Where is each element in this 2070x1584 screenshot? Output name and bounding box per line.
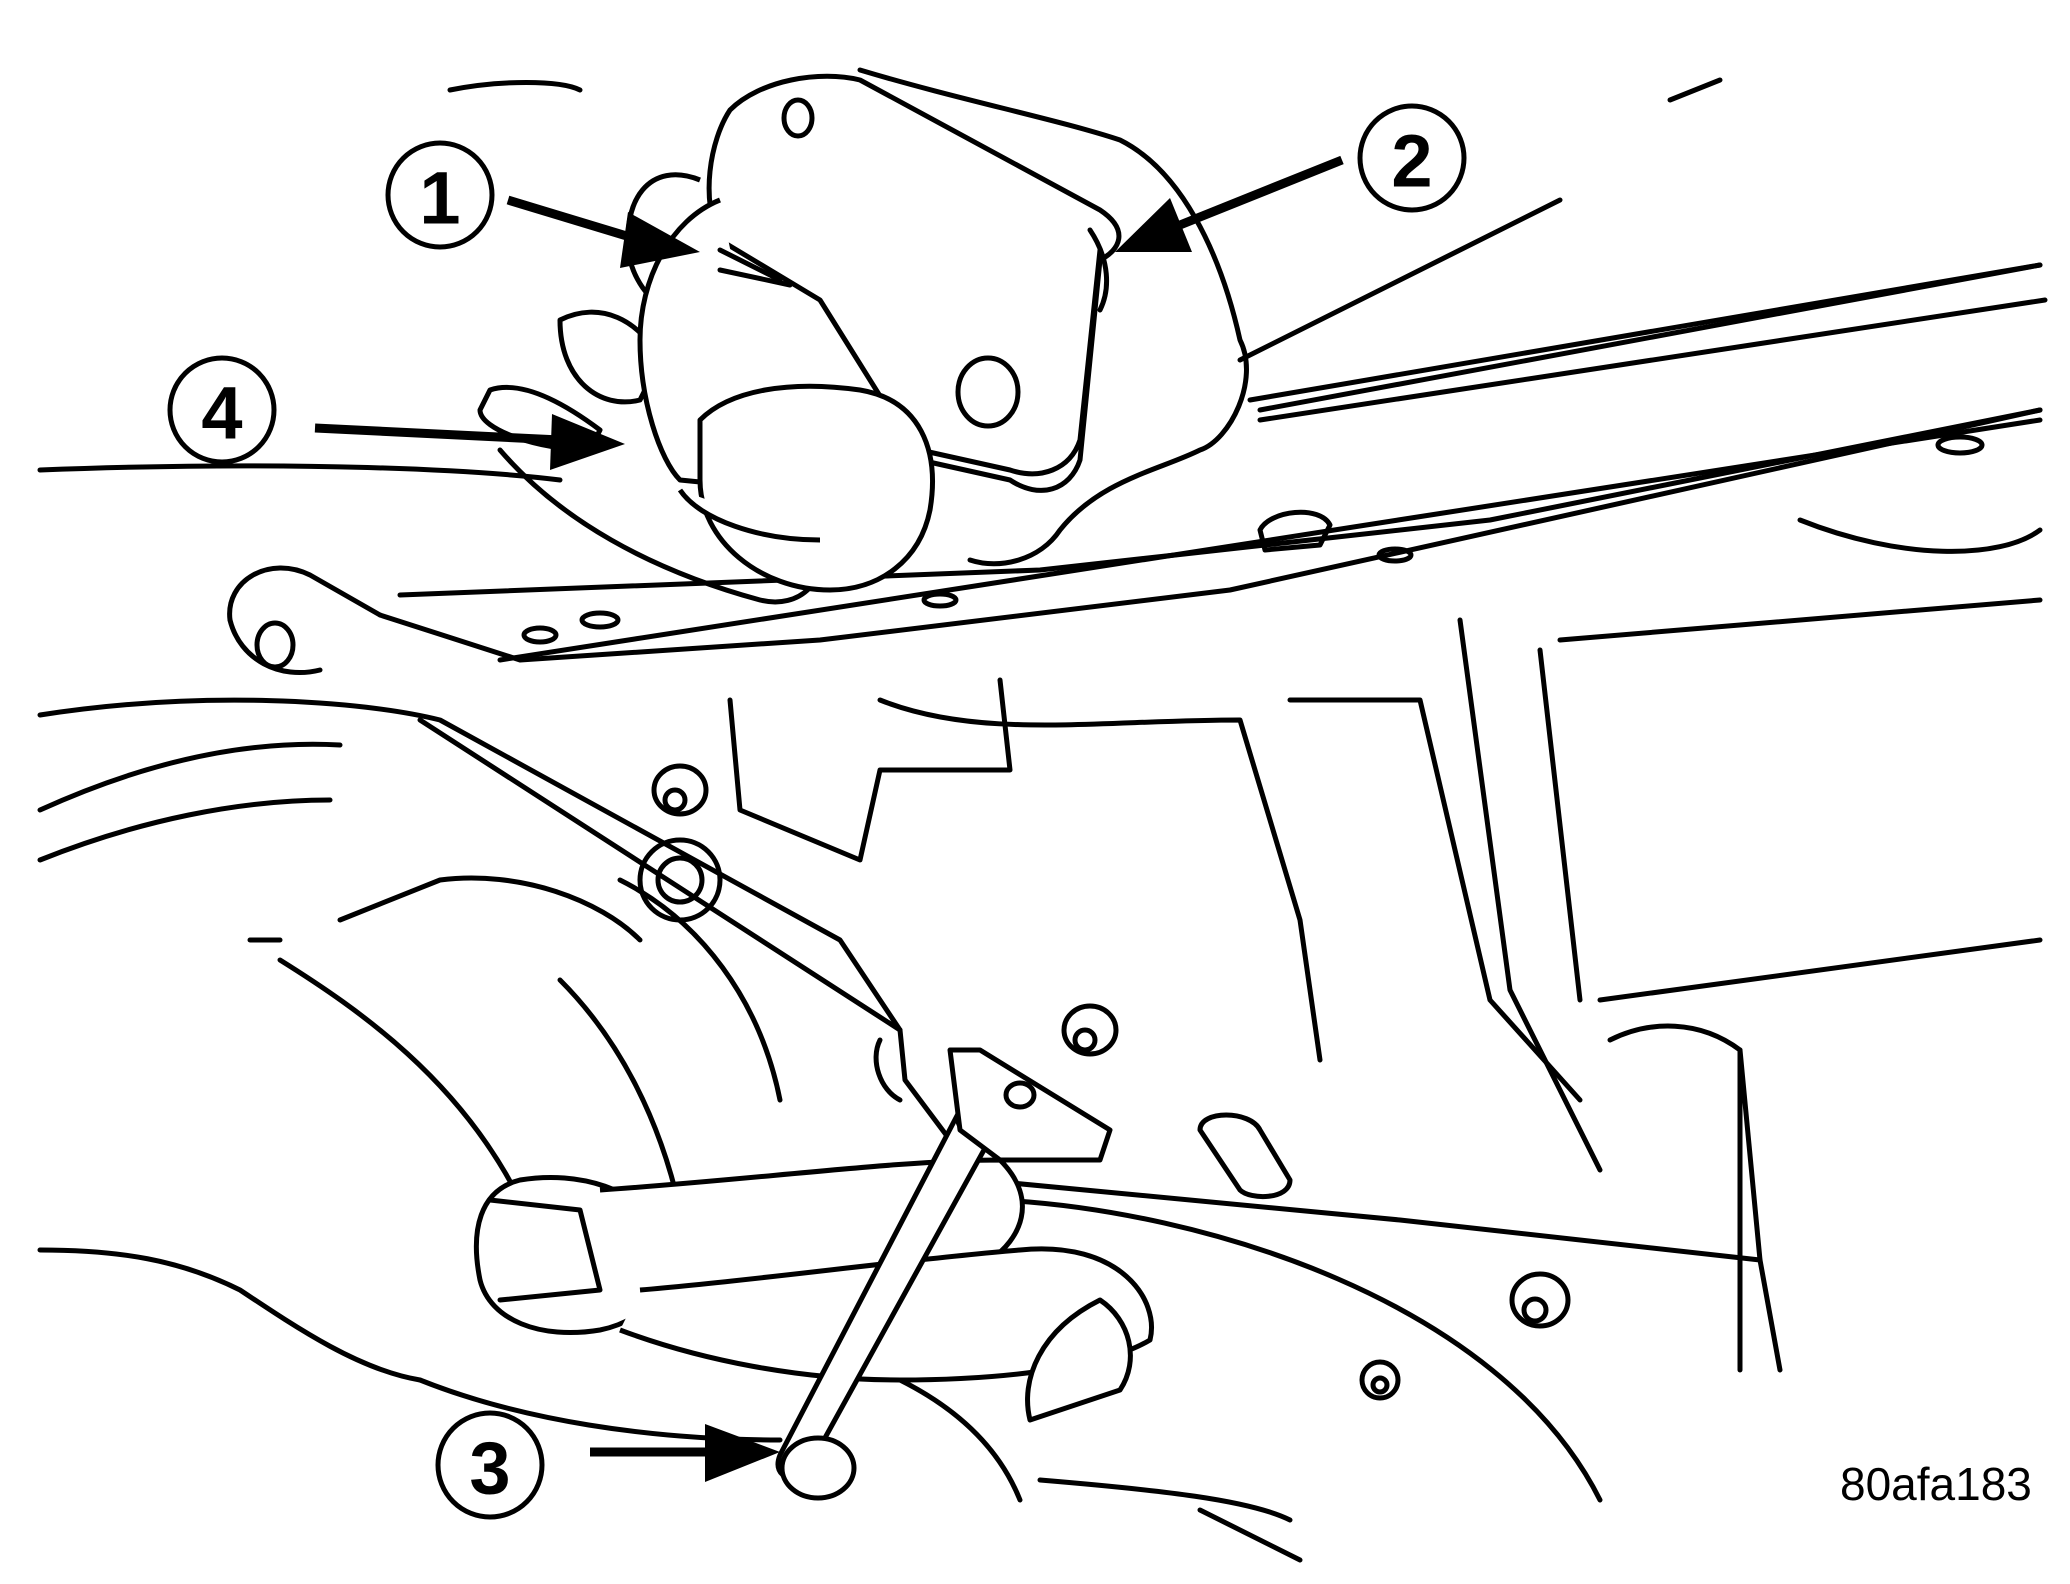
callout-1: 1 [385,140,700,268]
callout-3-label: 3 [469,1427,510,1510]
callout-4: 4 [167,355,625,470]
callout-1-arrowhead [620,212,700,268]
transmission-case [37,262,2048,1563]
callout-3-arrowhead [705,1424,780,1482]
callout-2-circle [1357,103,1467,213]
callout-4-label: 4 [201,372,242,455]
lower-hand [37,1037,1154,1503]
callout-3-circle [435,1410,545,1520]
callout-2-arrowhead [1115,198,1192,252]
callout-4-arrowhead [550,414,625,470]
callout-2-label: 2 [1391,120,1432,203]
servo-piston [637,73,1122,593]
callout-1-label: 1 [419,157,460,240]
callout-2-arrow [1178,155,1344,230]
callout-4-circle [167,355,277,465]
callout-1-arrow [506,195,642,245]
callout-2: 2 [1115,103,1467,252]
callout-3: 3 [435,1410,780,1520]
callout-1-circle [385,140,495,250]
callout-4-arrow [314,423,561,445]
figure-code: 80afa183 [1840,1458,2032,1510]
